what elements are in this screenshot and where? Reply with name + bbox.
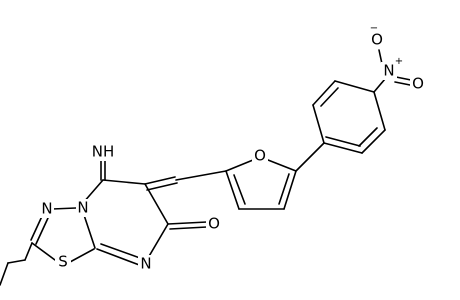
atom-label-nitro-o-top: O [371,31,383,49]
atom-labels: NH N N S N O O N + O − O [40,23,426,273]
bond [30,213,44,241]
bond [96,248,143,267]
bond [378,49,383,65]
bond [395,76,412,81]
bond [334,80,375,93]
bond [225,170,240,210]
bond [69,248,95,263]
atom-label-sulfur: S [58,253,68,271]
bond [146,182,178,191]
atom-label-carbonyl-o: O [208,215,220,233]
bond [102,179,146,185]
bond [295,142,325,172]
bond [225,159,254,172]
bond [312,104,325,144]
bond [394,81,411,86]
charge-minus: − [370,23,378,34]
bond [144,183,169,225]
bond-lines [0,49,412,286]
bond [278,173,290,205]
atom-label-imine-nh: NH [92,143,115,161]
bond [144,176,176,185]
bond [167,221,208,225]
bond [320,87,339,107]
bond [147,223,169,259]
bond [175,170,227,181]
atom-label-nitro-n: N [383,62,394,80]
bond [325,136,361,147]
bond [373,91,386,131]
bond [24,242,33,261]
bond [31,242,56,261]
bond [169,226,208,230]
bond [51,207,77,210]
bond [283,170,297,210]
atom-label-ring-n: N [41,200,52,218]
bond [233,174,246,205]
atom-label-bridge-n: N [77,199,88,217]
atom-label-furan-o: O [254,147,266,165]
bond [82,211,96,249]
bond [373,78,386,93]
bond [361,129,386,154]
bond [7,259,26,264]
charge-plus: + [395,56,403,67]
bond [267,159,297,172]
bond [0,262,9,286]
bond [100,243,141,259]
atom-label-nitro-o-right: O [412,75,424,93]
bond [35,217,49,245]
bond [358,127,378,147]
bond [312,80,336,106]
atom-label-ring-n-bottom: N [140,255,151,273]
bond [323,142,363,154]
